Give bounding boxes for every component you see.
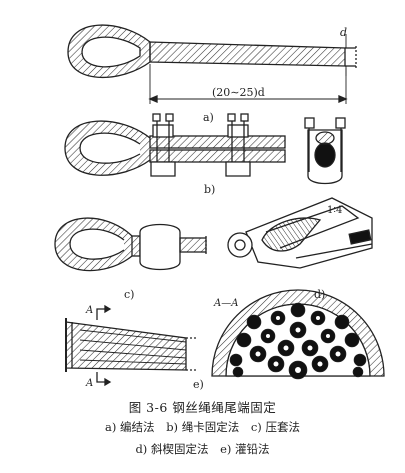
strands-highlights [255, 316, 341, 373]
caption-item-a: a) 编结法 [105, 420, 155, 434]
label-a: a) [203, 111, 214, 124]
caption-item-c: c) 压套法 [250, 420, 300, 434]
diagram-b-clips [64, 113, 346, 185]
diagram-c-ferrule [54, 217, 207, 272]
arrow-a-top-label: A [85, 305, 93, 316]
diagram-d-wedge [227, 197, 373, 269]
section-label: A—A [213, 298, 238, 309]
label-c: c) [124, 288, 134, 301]
figure-caption-line-1: a) 编结法 b) 绳卡固定法 c) 压套法 [0, 419, 405, 435]
dim-d-label: d [340, 26, 347, 39]
caption-item-d: d) 斜楔固定法 [135, 442, 209, 456]
arrow-a-bottom-label: A [85, 378, 93, 389]
caption-item-b: b) 绳卡固定法 [166, 420, 240, 434]
label-e: e) [193, 378, 204, 391]
figure-caption-line-2: d) 斜楔固定法 e) 灌铅法 [0, 441, 405, 457]
caption-item-e: e) 灌铅法 [220, 442, 270, 456]
figure-caption-title: 图 3-6 钢丝绳绳尾端固定 [128, 400, 277, 415]
diagram-a-splice [67, 24, 357, 104]
ratio-label: 1∶4 [327, 205, 342, 216]
dim-length-label: (20∼25)d [212, 86, 265, 99]
label-b: b) [204, 183, 215, 196]
